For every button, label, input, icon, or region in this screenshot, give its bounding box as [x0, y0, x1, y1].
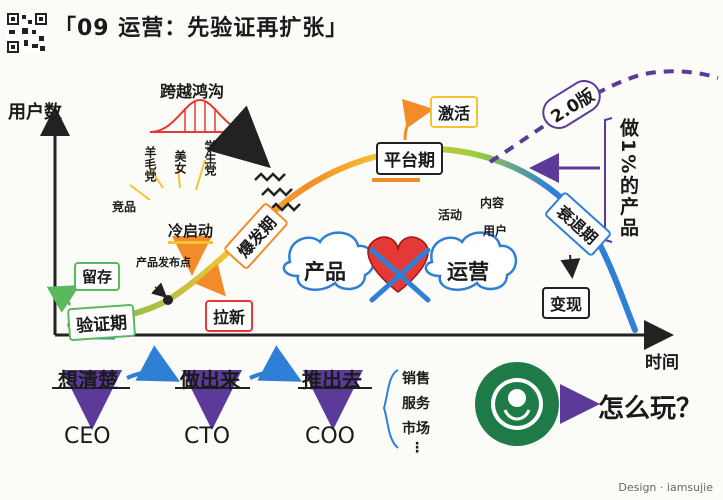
label-user: 用户	[483, 224, 508, 238]
coo-task: 服务	[402, 396, 430, 412]
starbucks-logo	[475, 362, 559, 446]
label-retention: 留存	[74, 262, 121, 291]
seed-user-label: 竞品	[112, 200, 137, 214]
role-ceo: CEO	[64, 424, 111, 449]
stage-platform: 平台期	[376, 142, 443, 175]
label-activate: 激活	[430, 96, 479, 128]
step-build: 做出来	[180, 368, 240, 392]
footer-credit: Design · iamsujie	[618, 481, 713, 494]
qr-code	[6, 12, 48, 54]
question-how-to-play: 怎么玩？	[598, 394, 703, 424]
seed-user-label: 美女	[173, 150, 187, 174]
heart-icon	[367, 236, 429, 293]
label-operation: 运营	[447, 260, 489, 284]
coo-task: 市场	[402, 421, 430, 437]
label-cross-chasm: 跨越鸿沟	[160, 82, 225, 101]
stage-validation: 验证期	[66, 303, 137, 342]
y-axis-label: 用户数	[8, 102, 62, 123]
page-title: 「09 运营：先验证再扩张」	[54, 16, 349, 41]
seed-user-label: 羊毛党	[143, 146, 157, 182]
seed-user-label: 学生党	[203, 140, 217, 176]
crossed-swords-icon	[369, 247, 431, 303]
step-think: 想清楚	[58, 368, 118, 392]
role-cto: CTO	[184, 424, 231, 449]
role-coo: COO	[305, 424, 355, 449]
label-acquire: 拉新	[205, 300, 254, 332]
version2-curve	[488, 69, 719, 164]
label-do-one-percent: 做1%的产品	[617, 118, 639, 239]
label-cold-start: 冷启动	[168, 220, 214, 244]
x-axis-label: 时间	[645, 353, 679, 373]
chasm-zigzag	[254, 172, 301, 212]
product-cloud	[282, 231, 376, 291]
step-push: 推出去	[302, 368, 362, 392]
coo-task: ⋮	[410, 440, 424, 456]
bell-curve-icon	[149, 98, 251, 133]
operation-cloud	[424, 231, 518, 291]
label-product: 产品	[304, 260, 346, 284]
label-launch-point: 产品发布点	[136, 256, 191, 269]
seed-user-rays	[129, 159, 206, 201]
label-monetize: 变现	[542, 287, 591, 319]
label-activity: 活动	[438, 208, 463, 222]
coo-task: 销售	[402, 371, 430, 387]
label-content: 内容	[480, 196, 505, 210]
